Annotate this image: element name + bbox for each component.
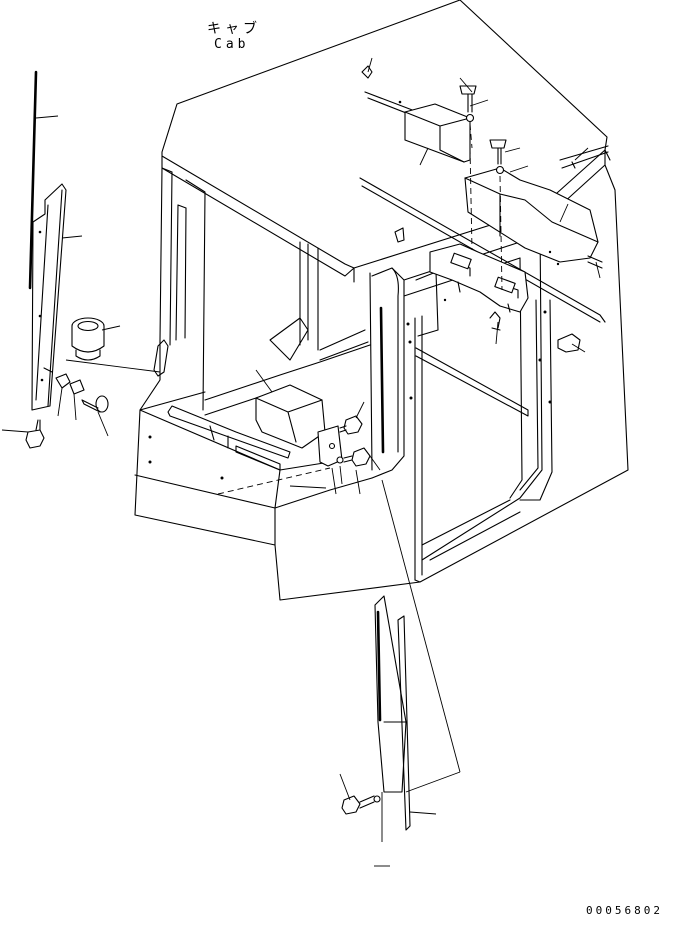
bolt-bottom <box>341 795 381 815</box>
lower-trim-panel <box>374 595 407 793</box>
roof-interior-parts <box>359 65 609 353</box>
bolt-left <box>81 395 109 413</box>
cab-roof <box>161 0 608 269</box>
clip-a <box>55 373 71 389</box>
cab-body <box>134 0 629 601</box>
roof-mount-bracket <box>429 243 529 313</box>
clip-small <box>489 311 501 331</box>
leader-lines-top <box>367 57 601 353</box>
drawing-reference-number: 00056802 <box>586 904 663 917</box>
lower-weather-strip <box>376 610 382 722</box>
clip-b <box>69 379 85 395</box>
center-front-pillar <box>369 267 405 479</box>
upper-cover-bracket <box>404 103 471 163</box>
front-box-cover <box>255 384 326 449</box>
right-side-panel <box>414 164 629 583</box>
title-japanese: キャブ <box>207 21 261 37</box>
left-trim-panel <box>31 183 67 411</box>
center-front-parts <box>167 369 381 495</box>
bolt-center-2 <box>336 447 371 467</box>
bolt-center-1 <box>339 415 363 435</box>
door-seal-upper <box>379 306 385 454</box>
weather-strip-left <box>28 70 38 290</box>
clip-right <box>557 333 581 353</box>
assembly-lines-top <box>469 123 503 291</box>
lower-dash-rail <box>167 405 291 459</box>
hex-bolt-left <box>25 419 45 449</box>
screw-2 <box>489 139 507 149</box>
cup-holder <box>71 317 105 361</box>
left-latch <box>153 339 169 377</box>
roof-front-edge <box>161 155 355 277</box>
title-english: Cab <box>214 37 250 52</box>
cab-lower-front <box>134 339 421 601</box>
door-trim-parts <box>339 306 461 867</box>
left-front-pillar <box>159 167 173 346</box>
console-cover <box>464 167 599 263</box>
left-side-parts <box>1 70 121 449</box>
